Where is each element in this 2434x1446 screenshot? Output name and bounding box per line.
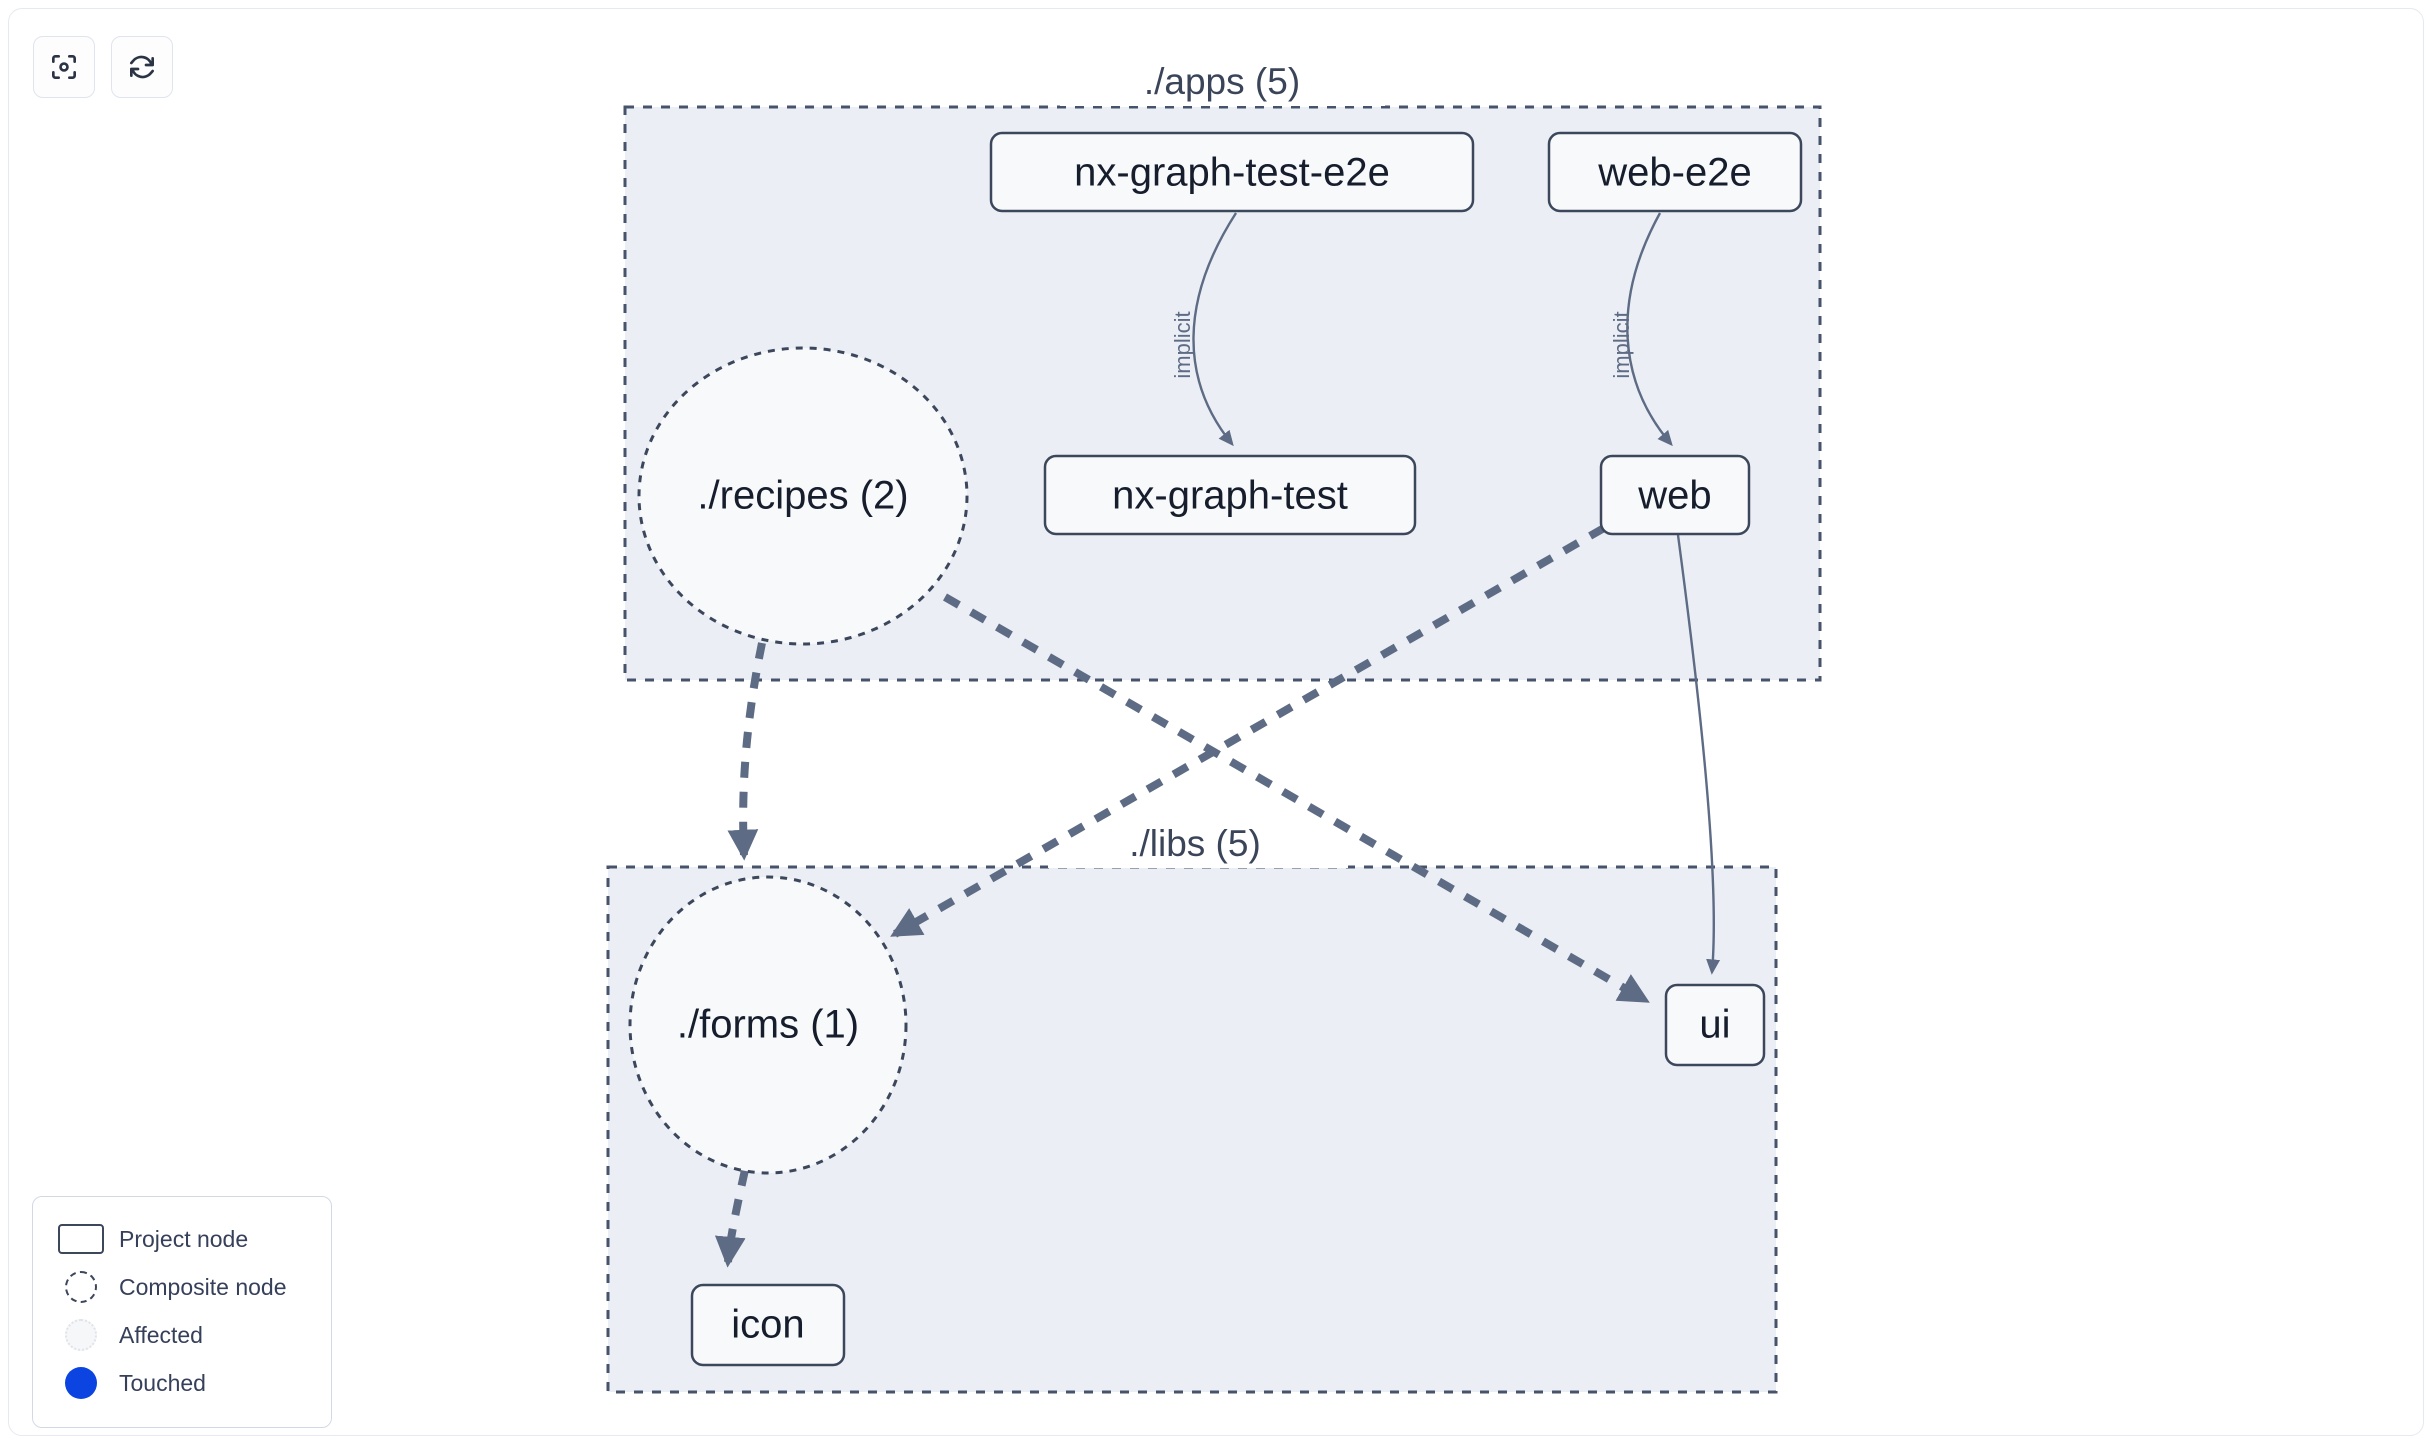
- legend-item-touched: Touched: [53, 1359, 311, 1407]
- legend-label-project: Project node: [119, 1225, 249, 1252]
- node-icon[interactable]: icon: [690, 1283, 846, 1367]
- legend-item-project: Project node: [53, 1215, 311, 1263]
- legend-item-composite: Composite node: [53, 1263, 311, 1311]
- refresh-graph-button[interactable]: [111, 36, 173, 98]
- focus-target-icon: [48, 51, 80, 83]
- graph-legend: Project node Composite node Affected Tou…: [32, 1196, 332, 1428]
- group-apps-label-bg: [1060, 62, 1385, 106]
- edge-recipes-to-forms[interactable]: [727, 642, 766, 861]
- graph-nodes: nx-graph-test-e2e web-e2e ./recipes (2) …: [628, 131, 1803, 1367]
- legend-label-touched: Touched: [119, 1369, 206, 1396]
- node-web[interactable]: web: [1599, 454, 1751, 536]
- graph-toolbar: [33, 36, 173, 98]
- node-label-nx-graph-test: nx-graph-test: [1112, 474, 1348, 518]
- composite-node-swatch-icon: [53, 1271, 109, 1303]
- node-forms[interactable]: ./forms (1): [628, 875, 908, 1175]
- group-libs-label: ./libs (5): [1129, 823, 1261, 864]
- edge-nx-graph-test-e2e-to-nx-graph-test[interactable]: implicit: [1170, 212, 1238, 447]
- graph-edges: implicit implicit: [714, 212, 1721, 1268]
- edge-label-implicit-1: implicit: [1170, 311, 1195, 378]
- edge-label-implicit-2: implicit: [1609, 311, 1634, 378]
- node-label-recipes: ./recipes (2): [697, 474, 908, 518]
- legend-item-affected: Affected: [53, 1311, 311, 1359]
- affected-node-swatch-icon: [53, 1319, 109, 1351]
- project-node-swatch-icon: [53, 1224, 109, 1254]
- node-label-forms: ./forms (1): [677, 1003, 859, 1047]
- node-label-web: web: [1637, 474, 1711, 518]
- edge-recipes-to-ui[interactable]: [943, 593, 1650, 1004]
- legend-label-affected: Affected: [119, 1321, 203, 1348]
- node-nx-graph-test-e2e[interactable]: nx-graph-test-e2e: [989, 131, 1475, 213]
- node-recipes[interactable]: ./recipes (2): [637, 346, 969, 646]
- node-label-nx-graph-test-e2e: nx-graph-test-e2e: [1074, 151, 1390, 195]
- node-label-ui: ui: [1699, 1003, 1730, 1047]
- node-nx-graph-test[interactable]: nx-graph-test: [1043, 454, 1417, 536]
- group-apps-label: ./apps (5): [1144, 61, 1300, 102]
- legend-label-composite: Composite node: [119, 1273, 287, 1300]
- node-label-web-e2e: web-e2e: [1597, 151, 1751, 195]
- group-libs-label-bg: [1048, 824, 1348, 868]
- edge-forms-to-icon[interactable]: [714, 1169, 749, 1268]
- touched-node-swatch-icon: [53, 1367, 109, 1399]
- edge-web-to-ui[interactable]: [1676, 534, 1721, 975]
- node-ui[interactable]: ui: [1664, 983, 1766, 1067]
- focus-graph-button[interactable]: [33, 36, 95, 98]
- node-web-e2e[interactable]: web-e2e: [1547, 131, 1803, 213]
- edge-web-e2e-to-web[interactable]: implicit: [1609, 212, 1673, 447]
- node-label-icon: icon: [731, 1303, 804, 1347]
- refresh-icon: [126, 51, 158, 83]
